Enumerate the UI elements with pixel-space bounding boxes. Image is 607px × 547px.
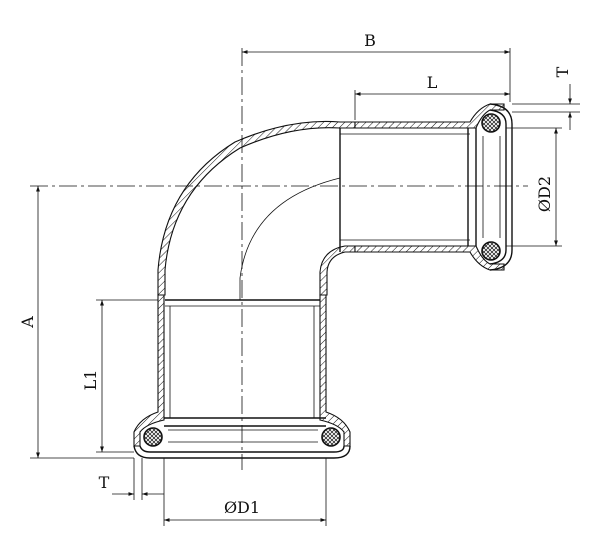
dimension-d2: ØD2	[506, 127, 562, 247]
dimension-a: A	[18, 186, 134, 459]
dimension-b: B	[242, 31, 511, 102]
label-d2: ØD2	[535, 176, 554, 212]
dimension-l: L	[354, 73, 510, 120]
label-a: A	[18, 316, 37, 329]
dimension-d1: ØD1	[163, 458, 327, 526]
label-d1: ØD1	[224, 498, 260, 517]
label-l: L	[427, 73, 438, 92]
dimension-l1: L1	[81, 299, 158, 453]
o-ring-bottom-right-ring	[321, 427, 341, 447]
label-b: B	[364, 31, 376, 50]
o-ring-bottom-left	[143, 427, 163, 447]
label-t-top: T	[553, 66, 572, 77]
dimension-t-bottom: T	[99, 458, 164, 500]
inner-bend-curve	[239, 177, 341, 300]
dimension-t-top: T	[512, 66, 580, 130]
o-ring-bottom-right	[481, 241, 501, 261]
elbow-wall-section	[157, 120, 356, 296]
label-t-bottom: T	[99, 473, 110, 492]
right-socket	[339, 103, 513, 271]
label-l1: L1	[81, 370, 100, 391]
o-ring-top-right	[481, 113, 501, 133]
